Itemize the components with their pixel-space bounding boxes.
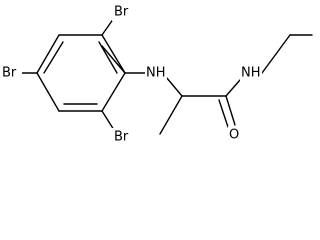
bond-nh-ethyl [261, 34, 291, 74]
ring-bond [101, 72, 126, 112]
br-left-label: Br [2, 66, 17, 81]
atom-nh-amine: NH [145, 64, 167, 82]
atom-o-carbonyl: O [228, 126, 242, 144]
bond-nh-ch [165, 76, 183, 97]
bond-ch-methyl [159, 95, 183, 135]
nh-amide-label: NH [241, 66, 261, 81]
atom-nh-amide: NH [240, 64, 262, 82]
atom-br-top: Br [112, 3, 134, 21]
benzene-ring [36, 34, 126, 112]
bond-carbonyl-o-double [218, 99, 229, 128]
ring-double-bond [98, 41, 118, 74]
ring-bond [36, 72, 60, 112]
br-top-label: Br [114, 5, 129, 20]
ring-double-bond [43, 41, 64, 74]
bond-carbonyl-o [225, 95, 236, 126]
atom-br-bottom: Br [112, 128, 134, 146]
ring-bond [36, 34, 60, 74]
ring-bond [101, 34, 126, 74]
bond-ring-br-bottom [101, 110, 115, 131]
ring-bond [101, 45, 126, 74]
nh-amine-label: NH [146, 66, 166, 81]
o-carbonyl-label: O [229, 128, 239, 143]
br-bottom-label: Br [114, 130, 129, 145]
atom-br-left: Br [0, 64, 22, 82]
bond-carbonyl-nh [225, 79, 241, 97]
structure-diagram: Br Br Br NH NH O [0, 3, 313, 146]
